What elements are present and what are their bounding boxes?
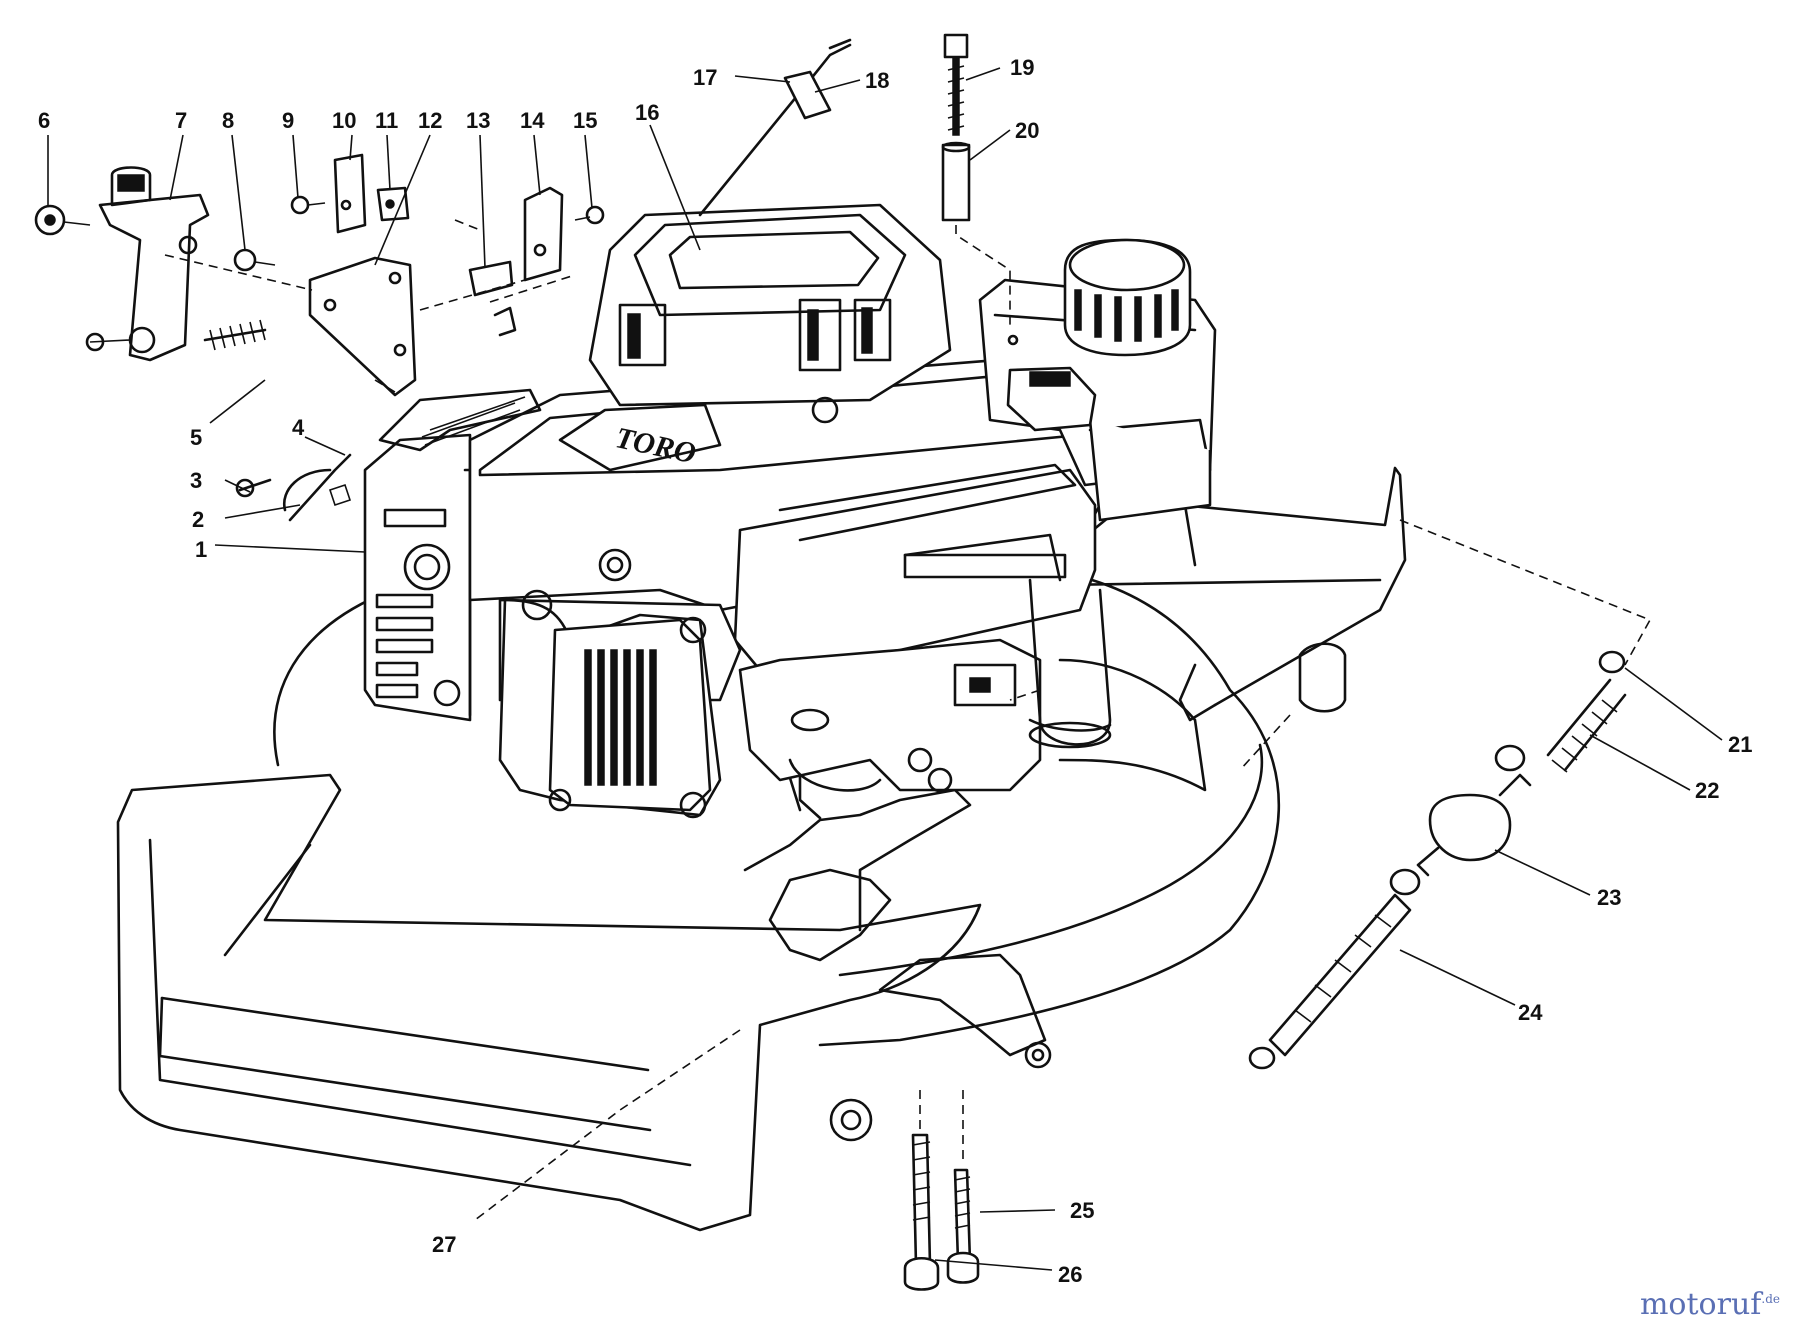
throttle-control-parts bbox=[34, 153, 605, 522]
callout-13: 13 bbox=[466, 108, 490, 133]
callout-27: 27 bbox=[432, 1232, 456, 1257]
mower-deck bbox=[116, 466, 1407, 1232]
bolt-and-spacer bbox=[941, 33, 1019, 346]
callout-5: 5 bbox=[190, 425, 202, 450]
callout-12: 12 bbox=[418, 108, 442, 133]
callout-4: 4 bbox=[292, 415, 305, 440]
callout-22: 22 bbox=[1695, 778, 1719, 803]
throttle-spring bbox=[203, 319, 267, 351]
engine-assembly: TORO bbox=[363, 203, 1217, 819]
callout-16: 16 bbox=[635, 100, 659, 125]
callout-25: 25 bbox=[1070, 1198, 1094, 1223]
callout-6: 6 bbox=[38, 108, 50, 133]
fuel-cap-ribs bbox=[1074, 289, 1179, 342]
fuel-line-parts bbox=[1248, 650, 1627, 1070]
callout-9: 9 bbox=[282, 108, 294, 133]
deck-bolts bbox=[903, 1090, 980, 1291]
leader-lines bbox=[47, 67, 1723, 1271]
callout-3: 3 bbox=[190, 468, 202, 493]
callout-7: 7 bbox=[175, 108, 187, 133]
recoil-fins bbox=[421, 396, 526, 446]
callout-8: 8 bbox=[222, 108, 234, 133]
callout-19: 19 bbox=[1010, 55, 1034, 80]
callout-21: 21 bbox=[1728, 732, 1752, 757]
watermark-tld: .de bbox=[1761, 1292, 1780, 1306]
callout-23: 23 bbox=[1597, 885, 1621, 910]
watermark-name: motoruf bbox=[1639, 1287, 1762, 1322]
air-cleaner-vents bbox=[618, 298, 892, 372]
callout-18: 18 bbox=[865, 68, 889, 93]
callout-11: 11 bbox=[375, 108, 398, 133]
callouts: 6 7 8 9 10 11 12 13 14 15 16 17 18 19 20… bbox=[38, 55, 1752, 1287]
callout-26: 26 bbox=[1058, 1262, 1082, 1287]
muffler-fins bbox=[584, 649, 657, 786]
callout-15: 15 bbox=[573, 108, 597, 133]
callout-17: 17 bbox=[693, 65, 717, 90]
site-watermark: motoruf.de bbox=[1640, 1287, 1780, 1322]
callout-2: 2 bbox=[192, 507, 204, 532]
assembly-lines bbox=[164, 219, 1652, 1221]
throttle-cable bbox=[698, 38, 852, 217]
callout-1: 1 bbox=[195, 537, 207, 562]
callout-24: 24 bbox=[1518, 1000, 1543, 1025]
callout-14: 14 bbox=[520, 108, 545, 133]
hose-segments bbox=[1294, 914, 1392, 1023]
callout-10: 10 bbox=[332, 108, 356, 133]
callout-20: 20 bbox=[1015, 118, 1039, 143]
